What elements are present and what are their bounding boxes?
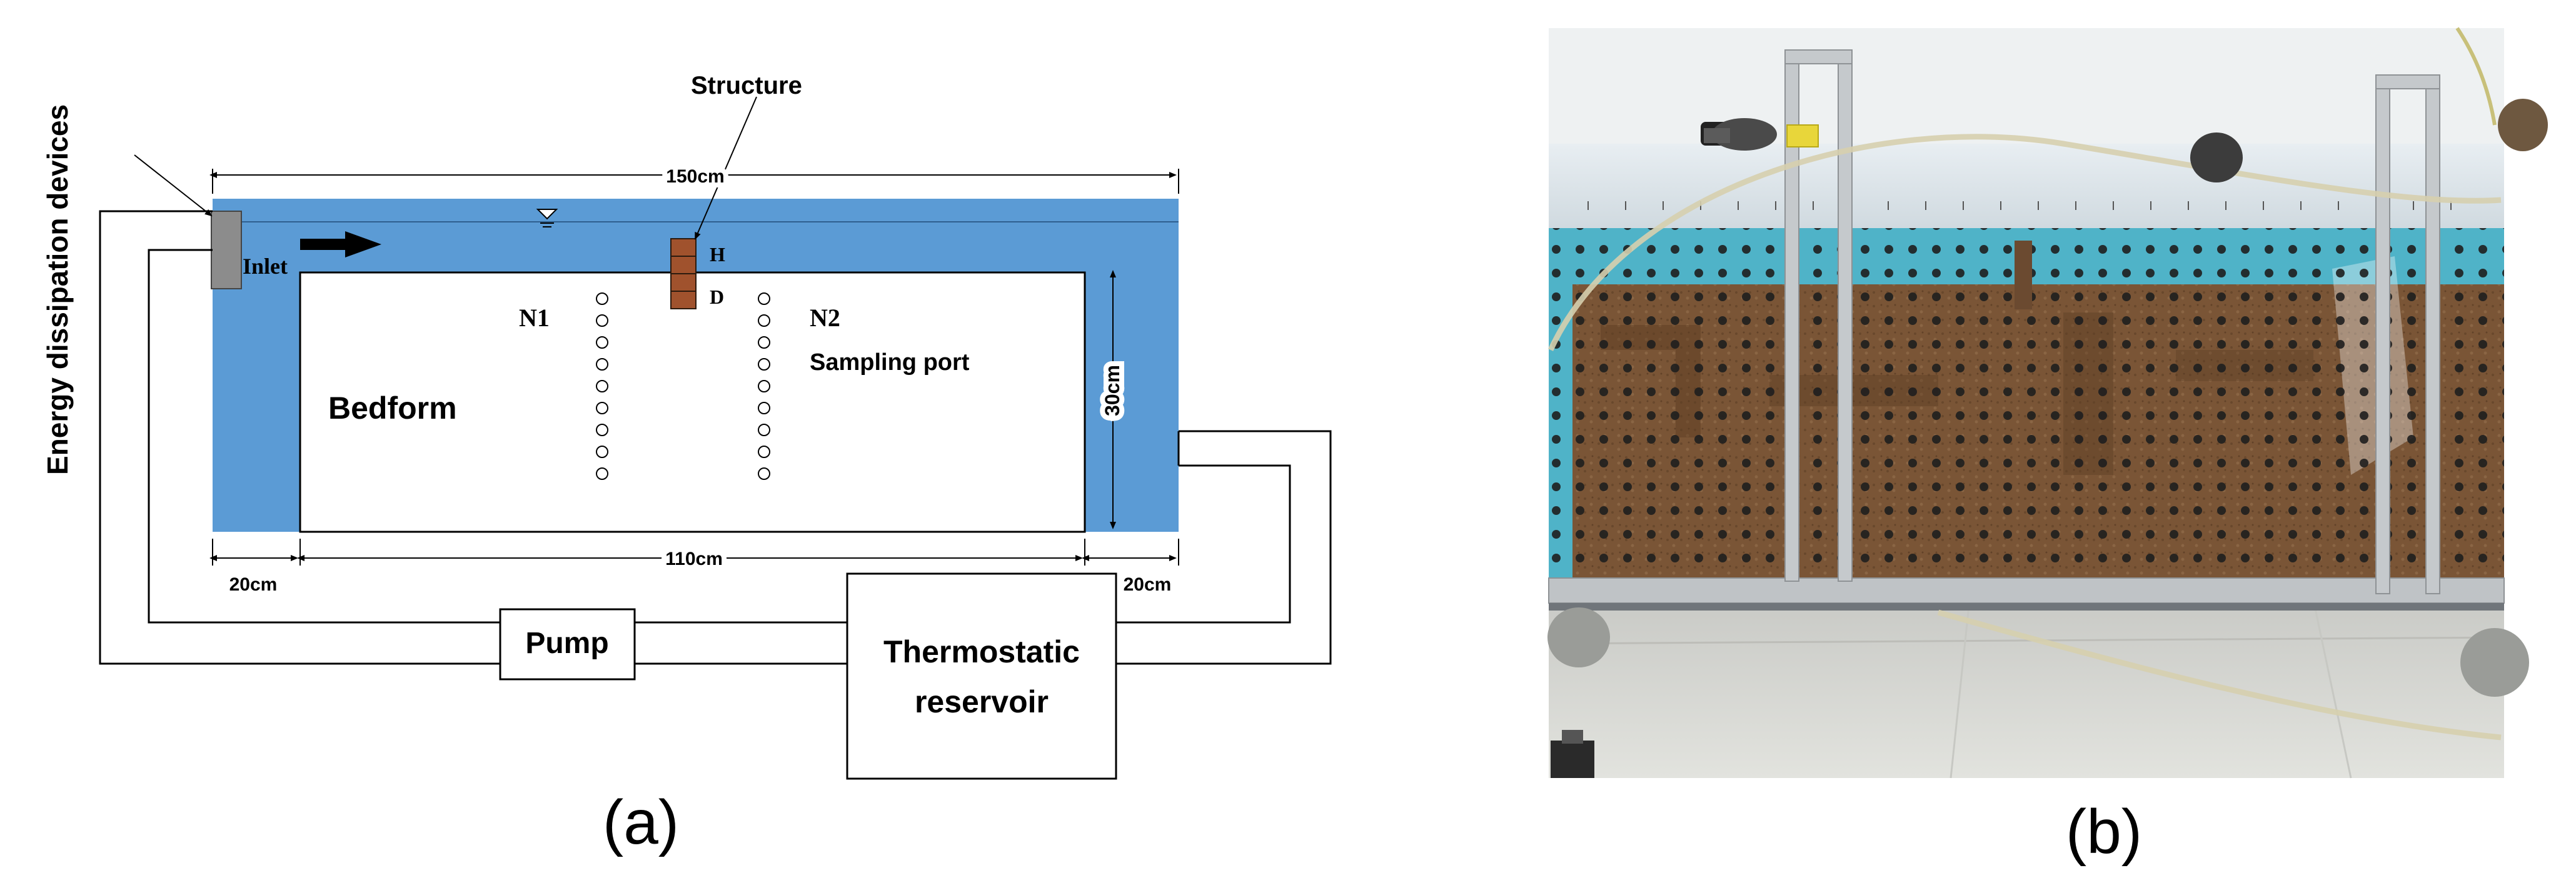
thermostatic-reservoir-box xyxy=(846,572,1117,780)
energy-dissipation-device xyxy=(211,211,242,289)
panel-a-caption: (a) xyxy=(603,787,679,857)
n1-label: N1 xyxy=(519,304,550,332)
reservoir-label-line1: Thermostatic xyxy=(883,634,1080,669)
sampling-port xyxy=(758,292,770,305)
bedform-region xyxy=(299,271,1086,533)
sampling-ports-n2 xyxy=(758,292,770,480)
panel-b-caption: (b) xyxy=(2066,797,2142,867)
structure-block xyxy=(670,238,697,309)
sampling-port xyxy=(758,336,770,349)
n2-label: N2 xyxy=(810,304,840,332)
dimension-lines xyxy=(209,169,1179,566)
pump-label: Pump xyxy=(525,627,608,660)
sampling-port xyxy=(758,424,770,436)
sampling-port xyxy=(596,424,608,436)
sampling-port-label: Sampling port xyxy=(810,349,970,376)
panel-b-photo: (b) xyxy=(1547,27,2548,867)
sampling-port xyxy=(758,467,770,480)
sampling-port xyxy=(596,402,608,414)
h-label: H xyxy=(710,243,725,266)
bed-length-label: 110cm xyxy=(665,549,723,569)
reservoir-label-line2: reservoir xyxy=(915,684,1049,719)
sampling-port xyxy=(596,467,608,480)
pump-box xyxy=(499,608,636,681)
sampling-port xyxy=(758,358,770,371)
structure-leader-line xyxy=(695,96,757,240)
sampling-port xyxy=(596,292,608,305)
sampling-port xyxy=(758,402,770,414)
sampling-port xyxy=(758,380,770,392)
piping xyxy=(99,210,1332,665)
sampling-port xyxy=(596,314,608,327)
sampling-ports-n1 xyxy=(596,292,608,480)
sampling-port xyxy=(758,446,770,458)
structure-label: Structure xyxy=(691,72,802,99)
flow-direction-arrow xyxy=(300,231,381,257)
height-label: 30cm xyxy=(1101,365,1124,416)
d-label: D xyxy=(710,286,724,308)
sampling-port xyxy=(758,314,770,327)
flume-photo xyxy=(1547,27,2548,779)
right-section-label: 20cm xyxy=(1124,574,1172,595)
sampling-port xyxy=(596,380,608,392)
left-section-label: 20cm xyxy=(229,574,278,595)
total-length-label: 150cm xyxy=(666,166,724,187)
energy-dissipation-label: Energy dissipation devices xyxy=(41,104,74,475)
sampling-port xyxy=(596,446,608,458)
sampling-port xyxy=(596,358,608,371)
panel-a-schematic: Energy dissipation devices Structure 150… xyxy=(41,72,1332,857)
energy-device-leader-line xyxy=(134,154,213,217)
inlet-label: Inlet xyxy=(243,254,288,279)
water-level-icon xyxy=(536,209,558,227)
bedform-label: Bedform xyxy=(328,391,457,426)
sampling-port xyxy=(596,336,608,349)
